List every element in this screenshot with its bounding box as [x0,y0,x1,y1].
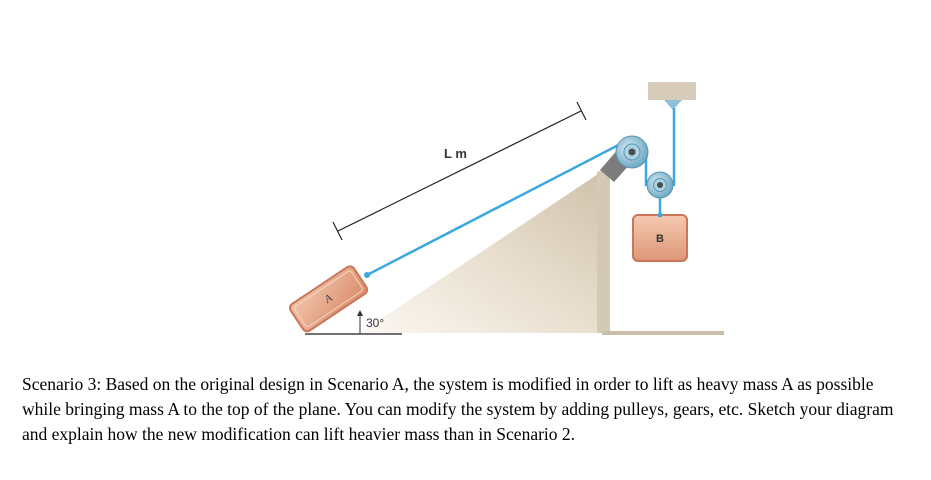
incline-plane [360,170,604,333]
block-b-label: B [656,233,664,245]
ground-line-right [602,331,724,335]
angle-marker [357,310,363,334]
angle-label: 30° [366,316,384,330]
fixed-pulley [615,135,649,169]
length-label: L m [444,146,467,161]
block-b: B [632,212,688,262]
pulley-incline-diagram: B A L m 30° [288,82,724,335]
problem-statement: Scenario 3: Based on the original design… [22,374,894,444]
ceiling-hook [664,100,682,110]
movable-pulley [646,171,674,199]
block-a-hook [364,272,370,278]
block-a: A [288,265,369,333]
ceiling-mount [648,82,696,100]
incline-side [597,167,610,333]
length-dimension [332,101,587,241]
